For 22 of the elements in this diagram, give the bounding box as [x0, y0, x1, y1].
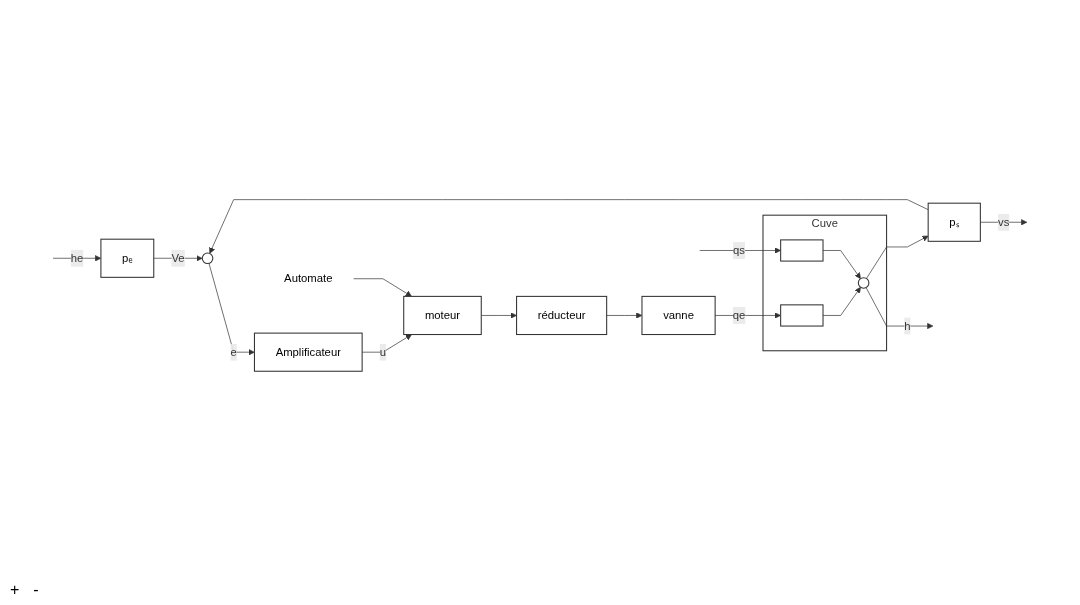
- edge-label: he: [70, 251, 84, 264]
- node-box: [780, 238, 824, 262]
- node-box: pₛ: [927, 202, 981, 242]
- edge-label: e: [230, 345, 237, 358]
- node-box: pₑ: [100, 238, 155, 278]
- edge-label: h: [904, 319, 911, 332]
- edge-label: qe: [732, 308, 746, 321]
- sign-label: -: [33, 581, 39, 599]
- node-circle: [857, 276, 870, 289]
- edge-label: u: [379, 345, 387, 358]
- node-box: [780, 303, 824, 327]
- edge-label: Ve: [171, 251, 185, 264]
- node-circle: [201, 252, 214, 264]
- node-text: Automate: [284, 271, 333, 284]
- edge-label: qs: [733, 243, 746, 256]
- cluster: Cuve: [762, 214, 888, 351]
- node-box: vanne: [641, 295, 716, 335]
- node-box: moteur: [403, 295, 482, 335]
- node-box: Amplificateur: [253, 332, 363, 372]
- node-box: réducteur: [516, 295, 608, 335]
- edge-label: vs: [998, 215, 1010, 228]
- sign-label: +: [10, 581, 20, 599]
